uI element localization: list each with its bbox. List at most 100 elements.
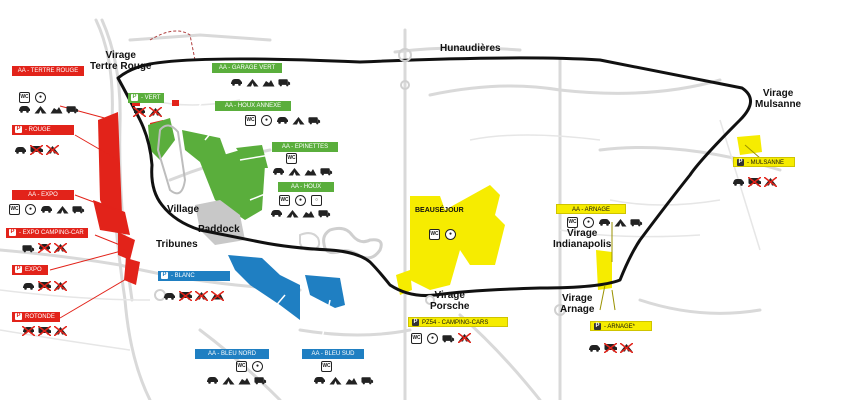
service-icon-row (270, 207, 331, 219)
no-car-icon (133, 107, 146, 117)
car-icon (272, 166, 285, 176)
tag-bleu-nord[interactable]: AA - BLEU NORD (195, 349, 269, 359)
camping-icon (238, 375, 251, 385)
tent-icon (292, 115, 305, 125)
wc-icon: WC (285, 152, 298, 164)
camper-van-icon (442, 333, 455, 343)
corner-tertre-rouge: Virage Tertre Rouge (90, 50, 152, 72)
no-tent-icon (195, 291, 208, 301)
service-icon-row (272, 165, 333, 177)
service-icon-row (22, 280, 67, 292)
leader-lines-red (49, 105, 134, 319)
no-tent-icon (54, 326, 67, 336)
camping-icon (50, 104, 63, 114)
service-icon-row (133, 106, 162, 118)
camper-van-icon (22, 243, 35, 253)
tag-arnage[interactable]: P- ARNAGE* (590, 321, 652, 331)
tag-expo-camping-car[interactable]: P- EXPO CAMPING-CAR (6, 228, 88, 238)
corner-arnage: Virage Arnage (560, 293, 595, 315)
service-icon-row: WC● (18, 91, 47, 103)
no-camping-icon (211, 291, 224, 301)
car-icon (276, 115, 289, 125)
tag-aa-arnage[interactable]: AA - ARNAGE (556, 204, 626, 214)
karting-track (322, 226, 383, 260)
bugatti-circuit (156, 124, 187, 195)
zones-blue (228, 255, 345, 320)
tag-vert[interactable]: P- VERT (128, 93, 164, 103)
no-car-icon (22, 326, 35, 336)
camper-van-icon (66, 104, 79, 114)
no-tent-icon (764, 177, 777, 187)
service-icon-row: WC● (244, 114, 321, 126)
leader-lines-white (189, 89, 331, 349)
wc-icon: WC (278, 194, 291, 206)
water-tap-icon: ● (582, 216, 595, 228)
service-icon-row: WC● (8, 203, 85, 215)
water-tap-icon: ● (260, 114, 273, 126)
no-tent-icon (149, 107, 162, 117)
camper-van-icon (308, 115, 321, 125)
tag-houx[interactable]: AA - HOUX (278, 182, 334, 192)
tent-icon (56, 204, 69, 214)
camping-icon (302, 208, 315, 218)
car-icon (270, 208, 283, 218)
area-village: Village (167, 204, 200, 215)
tag-epinettes[interactable]: AA - EPINETTES (272, 142, 338, 152)
water-tap-icon: ● (444, 228, 457, 240)
camper-van-icon (254, 375, 267, 385)
service-icon-row: WC● (566, 216, 643, 228)
tag-houx-annexe[interactable]: AA - HOUX ANNEXE (215, 101, 291, 111)
wc-icon: WC (18, 91, 31, 103)
no-camper-van-icon (38, 326, 51, 336)
tent-icon (286, 208, 299, 218)
tent-icon (246, 77, 259, 87)
red-markers (132, 100, 179, 106)
car-icon (206, 375, 219, 385)
paddock-block (195, 200, 245, 245)
corner-porsche: Virage Porsche (430, 290, 470, 312)
water-tap-icon: ● (34, 91, 47, 103)
car-icon (230, 77, 243, 87)
water-tap-icon: ● (251, 360, 264, 372)
service-icon-row: WC (320, 360, 333, 372)
camping-icon (304, 166, 317, 176)
camping-icon (345, 375, 358, 385)
tag-rouge[interactable]: P- ROUGE (12, 125, 74, 135)
tag-blanc[interactable]: P- BLANC (158, 271, 230, 281)
camper-van-icon (361, 375, 374, 385)
no-camper-van-icon (179, 291, 192, 301)
wc-icon: WC (428, 228, 441, 240)
wc-icon: WC (320, 360, 333, 372)
tag-mulsanne[interactable]: P- MULSANNE (733, 157, 795, 167)
service-icon-row (732, 176, 777, 188)
dashed-road (149, 30, 196, 61)
no-camper-van-icon (748, 177, 761, 187)
water-tap-icon: ● (294, 194, 307, 206)
tent-icon (288, 166, 301, 176)
tent-icon (614, 217, 627, 227)
zones-green (148, 118, 268, 220)
tent-icon (34, 104, 47, 114)
car-icon (18, 104, 31, 114)
tag-tertre-rouge[interactable]: AA - TERTRE ROUGE (12, 66, 84, 76)
service-icon-row (14, 144, 59, 156)
tag-garage-vert[interactable]: AA - GARAGE VERT (212, 63, 282, 73)
camping-icon (262, 77, 275, 87)
tag-expo-aa[interactable]: AA - EXPO (12, 190, 74, 200)
corner-mulsanne: Virage Mulsanne (755, 88, 802, 110)
no-car-icon (38, 243, 51, 253)
tent-icon (222, 375, 235, 385)
car-icon (732, 177, 745, 187)
tag-bleu-sud[interactable]: AA - BLEU SUD (302, 349, 364, 359)
straight-hunaudieres: Hunaudières (440, 43, 501, 54)
area-tribunes: Tribunes (156, 239, 198, 250)
no-tent-icon (54, 281, 67, 291)
service-icon-row (18, 103, 79, 115)
car-icon (22, 281, 35, 291)
race-track (116, 56, 752, 297)
